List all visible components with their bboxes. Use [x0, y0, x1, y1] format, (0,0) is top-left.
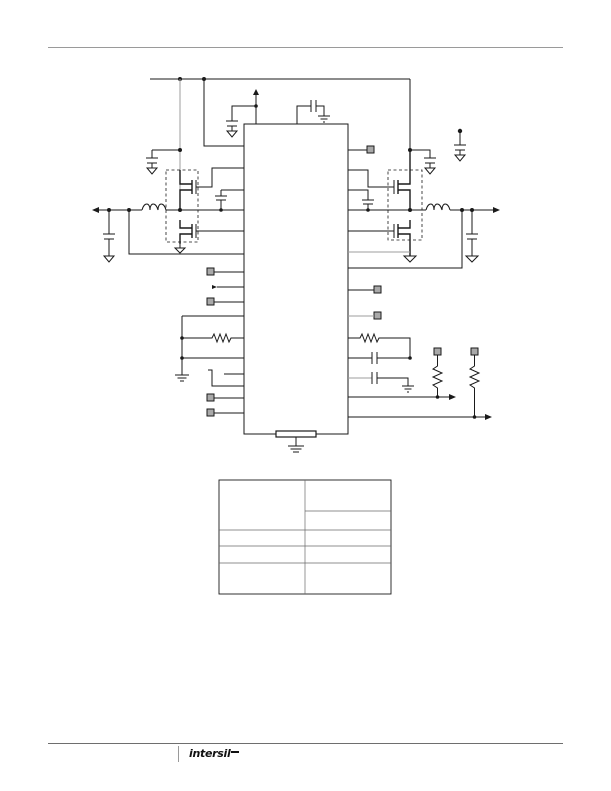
right-comp-capacitor-1 — [348, 352, 410, 364]
right-input-cap-ground — [423, 163, 437, 175]
footer-rule — [48, 743, 563, 744]
ic-supply-ground — [225, 126, 239, 138]
power-good-2-junction — [472, 415, 477, 419]
ic-supply-cap-wire — [231, 105, 256, 121]
right-low-fet-drain — [398, 220, 411, 229]
left-pin-connector-4 — [206, 408, 215, 417]
header-rule — [48, 47, 563, 48]
input-supply-rail — [150, 77, 411, 210]
power-good-2-arrow — [485, 414, 492, 420]
right-feedback-wire — [348, 210, 463, 269]
right-power-stage — [348, 128, 500, 269]
left-high-fet-drain — [179, 170, 192, 185]
bootstrap-cap-wire-left — [296, 105, 311, 124]
left-output-inductor — [141, 203, 167, 211]
left-output-ground — [102, 239, 116, 263]
right-output-inductor — [425, 203, 451, 211]
ic-supply-arrow — [253, 89, 259, 95]
pullup-resistor-2 — [468, 355, 481, 417]
bootstrap-capacitor — [310, 100, 317, 112]
controller-ic — [243, 123, 349, 453]
right-boot-wire — [348, 189, 369, 200]
left-input-cap-ground — [145, 163, 159, 175]
ic-thermal-pad — [275, 430, 317, 438]
left-comp-resistor — [182, 332, 244, 344]
logo-mark-bar — [231, 750, 240, 753]
vin-to-ic-wire — [203, 79, 244, 147]
pullup-connector-2 — [470, 347, 479, 356]
left-feedback-wire — [128, 210, 244, 255]
left-mosfet-box — [165, 169, 199, 243]
left-enable-wire — [208, 369, 244, 387]
left-high-fet-source — [179, 189, 192, 210]
right-high-gate-wire — [348, 169, 394, 188]
bootstrap-cap-wire-right — [316, 105, 325, 116]
right-mosfet-box — [387, 169, 423, 241]
pullup-resistor-1 — [431, 355, 444, 397]
thermal-pad-ground-symbol — [288, 445, 304, 453]
right-aux-supply-dot — [457, 128, 463, 134]
left-output-arrow — [92, 207, 99, 213]
left-low-fet-source — [179, 233, 192, 244]
ic-supply-decoupling — [225, 89, 330, 138]
power-good-1-arrow — [449, 394, 456, 400]
right-low-fet-source — [398, 233, 411, 256]
right-aux-cap-ground — [453, 150, 467, 162]
left-low-fet-ground — [173, 244, 187, 254]
right-pin-connector-top — [366, 145, 375, 154]
left-power-stage — [92, 148, 244, 263]
pullup-connector-1 — [433, 347, 442, 356]
right-pin-connector-1 — [373, 285, 382, 294]
left-comp-ground — [175, 374, 189, 382]
ic-body — [243, 123, 349, 435]
left-low-fet-drain — [179, 220, 192, 229]
right-output-arrow — [493, 207, 500, 213]
component-table — [218, 479, 392, 595]
left-pin-connector-2 — [206, 297, 215, 306]
logo-wordmark: intersil — [189, 747, 231, 760]
right-output-capacitor — [466, 233, 478, 240]
left-pin-connector-3 — [206, 393, 215, 402]
right-comp-capacitor-2 — [371, 372, 409, 386]
right-high-fet-drain — [398, 150, 411, 185]
left-boot-wire — [220, 189, 244, 196]
left-signal-pins — [175, 267, 244, 417]
right-low-fet-ground — [402, 255, 418, 263]
intersil-logo: intersil — [178, 746, 240, 762]
right-output-ground — [464, 239, 480, 263]
right-boot-capacitor — [362, 199, 374, 205]
bootstrap-ground — [318, 115, 330, 123]
right-pin-connector-2 — [373, 311, 382, 320]
right-input-capacitor — [424, 157, 436, 164]
right-comp-ground — [402, 385, 414, 393]
right-signal-pins — [348, 285, 492, 420]
right-high-fet-source — [398, 189, 411, 210]
right-aux-capacitor — [454, 144, 466, 151]
left-output-capacitor — [103, 233, 115, 240]
left-pin-connector-1 — [206, 267, 215, 276]
left-input-capacitor — [146, 157, 158, 164]
left-boot-capacitor — [215, 195, 227, 201]
ic-supply-capacitor — [226, 120, 238, 127]
power-good-1-junction — [435, 395, 440, 399]
left-pin-arrow — [212, 285, 217, 289]
left-high-gate-wire — [196, 167, 244, 188]
right-comp-resistor — [348, 332, 411, 358]
right-input-cap-wire — [410, 149, 431, 158]
